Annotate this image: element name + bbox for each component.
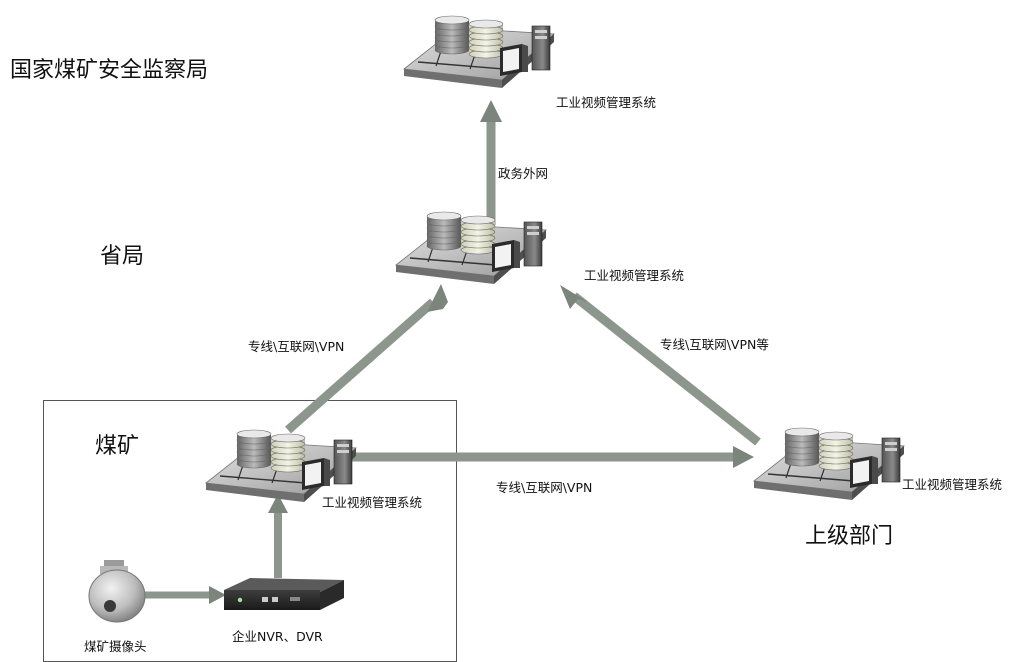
database-icon	[236, 429, 272, 469]
superior-system-node	[752, 427, 905, 500]
server-tower-icon	[333, 439, 353, 485]
mine-system-node	[204, 429, 357, 502]
superior-system-label: 工业视频管理系统	[902, 477, 1003, 492]
mine-level-title: 煤矿	[95, 434, 140, 459]
server-tower-icon	[881, 437, 901, 483]
mine-system-label: 工业视频管理系统	[322, 495, 423, 510]
database-icon	[270, 433, 306, 473]
monitor-icon	[492, 240, 520, 272]
link-mine-to-superior	[350, 446, 754, 468]
link-label-superior-to-province: 专线\互联网\VPN等	[660, 337, 769, 352]
province-system-node	[394, 211, 547, 284]
link-province-to-national	[480, 100, 502, 225]
superior-level-title: 上级部门	[805, 524, 894, 549]
province-system-label: 工业视频管理系统	[584, 268, 685, 283]
national-system-label: 工业视频管理系统	[556, 95, 657, 110]
server-tower-icon	[523, 221, 543, 267]
monitor-icon	[302, 458, 330, 490]
national-level-title: 国家煤矿安全监察局	[10, 58, 209, 83]
link-label-gov-extranet: 政务外网	[498, 166, 549, 181]
monitor-icon	[500, 44, 528, 76]
database-icon	[434, 15, 470, 55]
camera-icon	[88, 560, 146, 623]
server-tower-icon	[531, 25, 551, 71]
monitor-icon	[850, 456, 878, 488]
nvr-device-icon	[224, 578, 344, 610]
link-mine-to-province	[285, 284, 448, 434]
link-camera-to-nvr	[140, 586, 226, 604]
link-label-mine-to-superior: 专线\互联网\VPN	[496, 480, 593, 495]
database-icon	[460, 215, 496, 255]
database-icon	[818, 431, 854, 471]
database-icon	[784, 427, 820, 467]
national-system-node	[402, 15, 555, 88]
database-icon	[426, 211, 462, 251]
link-nvr-to-mine	[268, 494, 288, 578]
province-level-title: 省局	[100, 244, 145, 269]
database-icon	[468, 19, 504, 59]
link-superior-to-province	[560, 285, 761, 446]
nvr-label: 企业NVR、DVR	[232, 629, 323, 644]
camera-label: 煤矿摄像头	[84, 639, 147, 654]
link-label-mine-to-province: 专线\互联网\VPN	[248, 339, 345, 354]
